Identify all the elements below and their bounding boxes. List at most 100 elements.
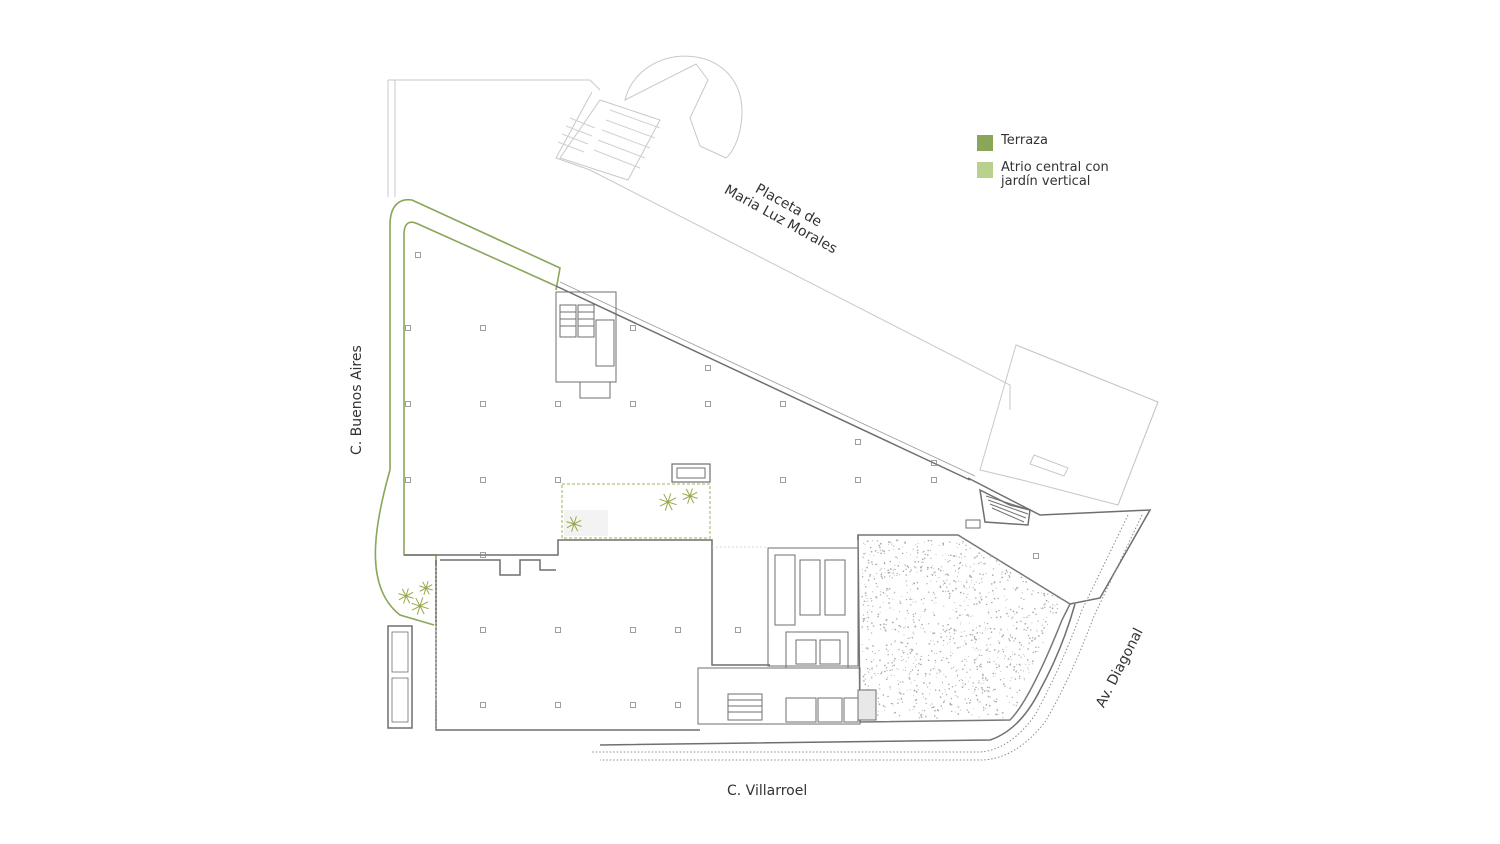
speckle-dot (956, 675, 958, 677)
speckle-dot (899, 692, 902, 695)
speckle-dot (963, 631, 965, 632)
plant-leaf (687, 495, 691, 504)
speckle-dot (935, 554, 937, 556)
speckle-dot (953, 628, 955, 630)
speckle-dot (964, 658, 966, 661)
speckle-dot (975, 627, 977, 629)
speckle-dot (884, 664, 886, 667)
speckle-dot (929, 688, 931, 690)
speckle-dot (880, 568, 882, 570)
speckle-dot (873, 659, 875, 661)
speckle-dot (970, 615, 972, 617)
column (855, 439, 861, 445)
speckle-dot (922, 550, 925, 553)
speckle-dot (935, 677, 937, 678)
speckle-dot (1032, 637, 1034, 639)
speckle-dot (978, 582, 981, 584)
speckle-dot (1045, 599, 1048, 602)
speckle-dot (969, 669, 971, 671)
speckle-dot (962, 680, 964, 682)
speckle-dot (975, 647, 978, 649)
speckle-dot (902, 650, 904, 652)
speckle-dot (952, 555, 955, 557)
speckle-dot (1032, 660, 1034, 663)
plant-leaf (419, 605, 425, 615)
speckle-dot (1027, 666, 1029, 668)
speckle-dot (877, 701, 879, 703)
speckle-dot (965, 588, 967, 589)
speckle-dot (948, 628, 951, 631)
speckle-dot (914, 624, 916, 626)
speckle-dot (943, 700, 946, 702)
speckle-dot (1001, 712, 1004, 714)
speckle-dot (902, 651, 905, 654)
speckle-dot (922, 696, 924, 698)
speckle-dot (922, 602, 924, 604)
speckle-dot (962, 635, 964, 637)
speckle-dot (1011, 618, 1013, 620)
speckle-dot (954, 581, 957, 583)
speckle-dot (948, 687, 950, 690)
speckle-dot (961, 557, 963, 559)
plaza-outline (387, 55, 1159, 506)
speckle-dot (920, 716, 923, 718)
speckle-dot (942, 625, 944, 627)
speckle-dot (891, 669, 893, 671)
speckle-dot (877, 615, 879, 618)
speckle-dot (1012, 610, 1015, 613)
speckle-dot (915, 702, 918, 704)
speckle-dot (940, 670, 942, 672)
speckle-dot (930, 557, 932, 560)
speckle-dot (1057, 597, 1059, 599)
speckle-dot (879, 546, 881, 549)
speckle-dot (909, 652, 912, 654)
speckle-dot (894, 641, 896, 643)
speckle-dot (973, 708, 974, 709)
speckle-dot (913, 705, 916, 708)
speckle-dot (912, 708, 914, 710)
speckle-dot (993, 597, 996, 600)
speckle-dot (981, 632, 984, 634)
speckle-dot (995, 610, 998, 613)
speckle-dot (912, 663, 915, 665)
speckle-dot (930, 650, 933, 652)
speckle-dot (1019, 573, 1021, 575)
speckle-dot (894, 640, 896, 642)
speckle-dot (915, 659, 917, 661)
speckle-dot (973, 570, 975, 572)
speckle-dot (944, 630, 947, 633)
speckle-dot (980, 666, 982, 668)
speckle-dot (959, 709, 961, 711)
speckle-dot (942, 639, 945, 642)
speckle-dot (946, 629, 948, 631)
speckle-dot (1038, 646, 1040, 648)
speckle-dot (891, 621, 894, 624)
speckle-dot (977, 688, 979, 690)
speckle-dot (976, 698, 979, 701)
speckle-dot (1006, 598, 1008, 600)
speckle-dot (862, 573, 864, 575)
speckle-dot (933, 568, 935, 570)
speckle-dot (963, 592, 965, 595)
speckle-dot (929, 549, 931, 551)
speckle-dot (986, 622, 989, 625)
speckle-dot (865, 658, 868, 661)
speckle-dot (863, 619, 865, 621)
speckle-dot (927, 659, 930, 661)
speckle-dot (995, 714, 998, 716)
street-label-buenos-aires: C. Buenos Aires (349, 345, 365, 455)
speckle-dot (1007, 658, 1010, 660)
speckle-dot (997, 640, 999, 642)
speckle-dot (933, 643, 935, 645)
speckle-dot (886, 670, 888, 672)
speckle-dot (920, 655, 922, 658)
speckle-dot (917, 552, 919, 554)
central-atrium (561, 463, 711, 539)
speckle-dot (949, 638, 951, 640)
speckle-dot (1013, 625, 1015, 627)
speckle-dot (928, 591, 930, 593)
speckle-dot (913, 633, 915, 635)
speckle-dot (952, 637, 955, 640)
column (630, 702, 636, 708)
